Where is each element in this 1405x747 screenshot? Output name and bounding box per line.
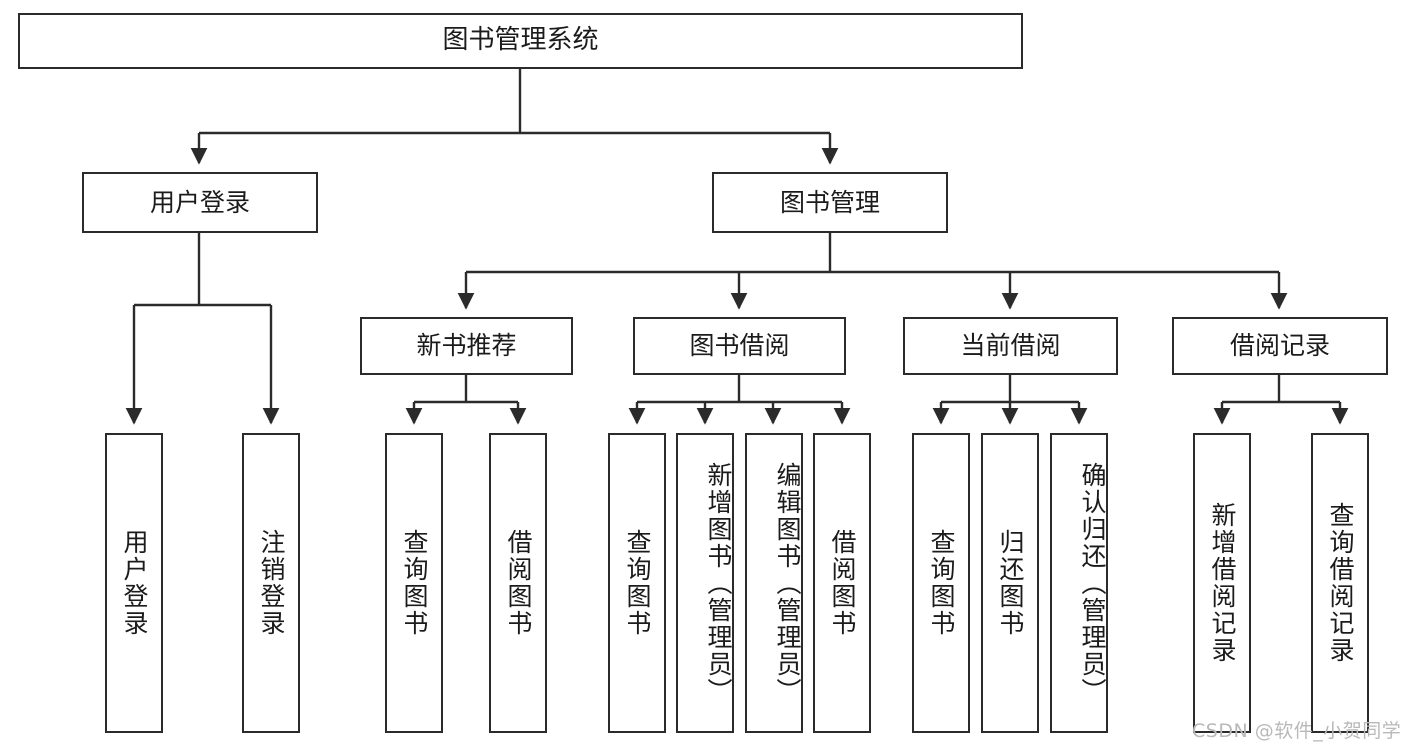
- node-book-manage[interactable]: 图书管理: [712, 172, 948, 233]
- leaf-borrow-book-1[interactable]: 借阅图书: [489, 433, 547, 733]
- node-new-book-recommend-label: 新书推荐: [416, 331, 517, 360]
- node-current-borrow[interactable]: 当前借阅: [903, 317, 1118, 375]
- leaf-query-book-2-label: 查询图书: [623, 529, 652, 637]
- node-user-login[interactable]: 用户登录: [82, 172, 318, 233]
- node-root-label: 图书管理系统: [442, 25, 599, 56]
- leaf-edit-book[interactable]: 编辑图书（管理员）: [745, 433, 803, 733]
- node-borrow-record-label: 借阅记录: [1229, 331, 1330, 360]
- leaf-return-book[interactable]: 归还图书: [981, 433, 1039, 733]
- leaf-confirm-return[interactable]: 确认归还（管理员）: [1050, 433, 1108, 733]
- node-book-manage-label: 图书管理: [779, 187, 880, 217]
- leaf-query-record[interactable]: 查询借阅记录: [1311, 433, 1369, 733]
- node-user-login-label: 用户登录: [149, 187, 250, 217]
- leaf-add-record[interactable]: 新增借阅记录: [1193, 433, 1251, 733]
- leaf-query-book-3[interactable]: 查询图书: [912, 433, 970, 733]
- node-root[interactable]: 图书管理系统: [18, 13, 1023, 69]
- leaf-query-book-1[interactable]: 查询图书: [385, 433, 443, 733]
- leaf-borrow-book-2-label: 借阅图书: [828, 529, 857, 637]
- leaf-borrow-book-2[interactable]: 借阅图书: [813, 433, 871, 733]
- leaf-return-book-label: 归还图书: [996, 529, 1025, 637]
- node-book-borrow-label: 图书借阅: [689, 331, 790, 360]
- csdn-watermark: CSDN @软件_小贺同学: [1192, 720, 1402, 742]
- leaf-logout[interactable]: 注销登录: [242, 433, 300, 733]
- node-new-book-recommend[interactable]: 新书推荐: [360, 317, 573, 375]
- leaf-query-book-2[interactable]: 查询图书: [608, 433, 666, 733]
- leaf-logout-label: 注销登录: [257, 529, 286, 637]
- node-borrow-record[interactable]: 借阅记录: [1172, 317, 1388, 375]
- leaf-query-book-3-label: 查询图书: [927, 529, 956, 637]
- leaf-add-record-label: 新增借阅记录: [1208, 502, 1237, 664]
- node-current-borrow-label: 当前借阅: [960, 331, 1061, 360]
- leaf-add-book[interactable]: 新增图书（管理员）: [676, 433, 734, 733]
- leaf-borrow-book-1-label: 借阅图书: [504, 529, 533, 637]
- leaf-query-book-1-label: 查询图书: [400, 529, 429, 637]
- leaf-query-record-label: 查询借阅记录: [1326, 502, 1355, 664]
- leaf-user-login-label: 用户登录: [120, 529, 149, 637]
- leaf-add-book-label: 新增图书（管理员）: [704, 461, 733, 705]
- node-book-borrow[interactable]: 图书借阅: [633, 317, 846, 375]
- leaf-edit-book-label: 编辑图书（管理员）: [773, 461, 802, 705]
- leaf-user-login[interactable]: 用户登录: [105, 433, 163, 733]
- leaf-confirm-return-label: 确认归还（管理员）: [1078, 461, 1107, 705]
